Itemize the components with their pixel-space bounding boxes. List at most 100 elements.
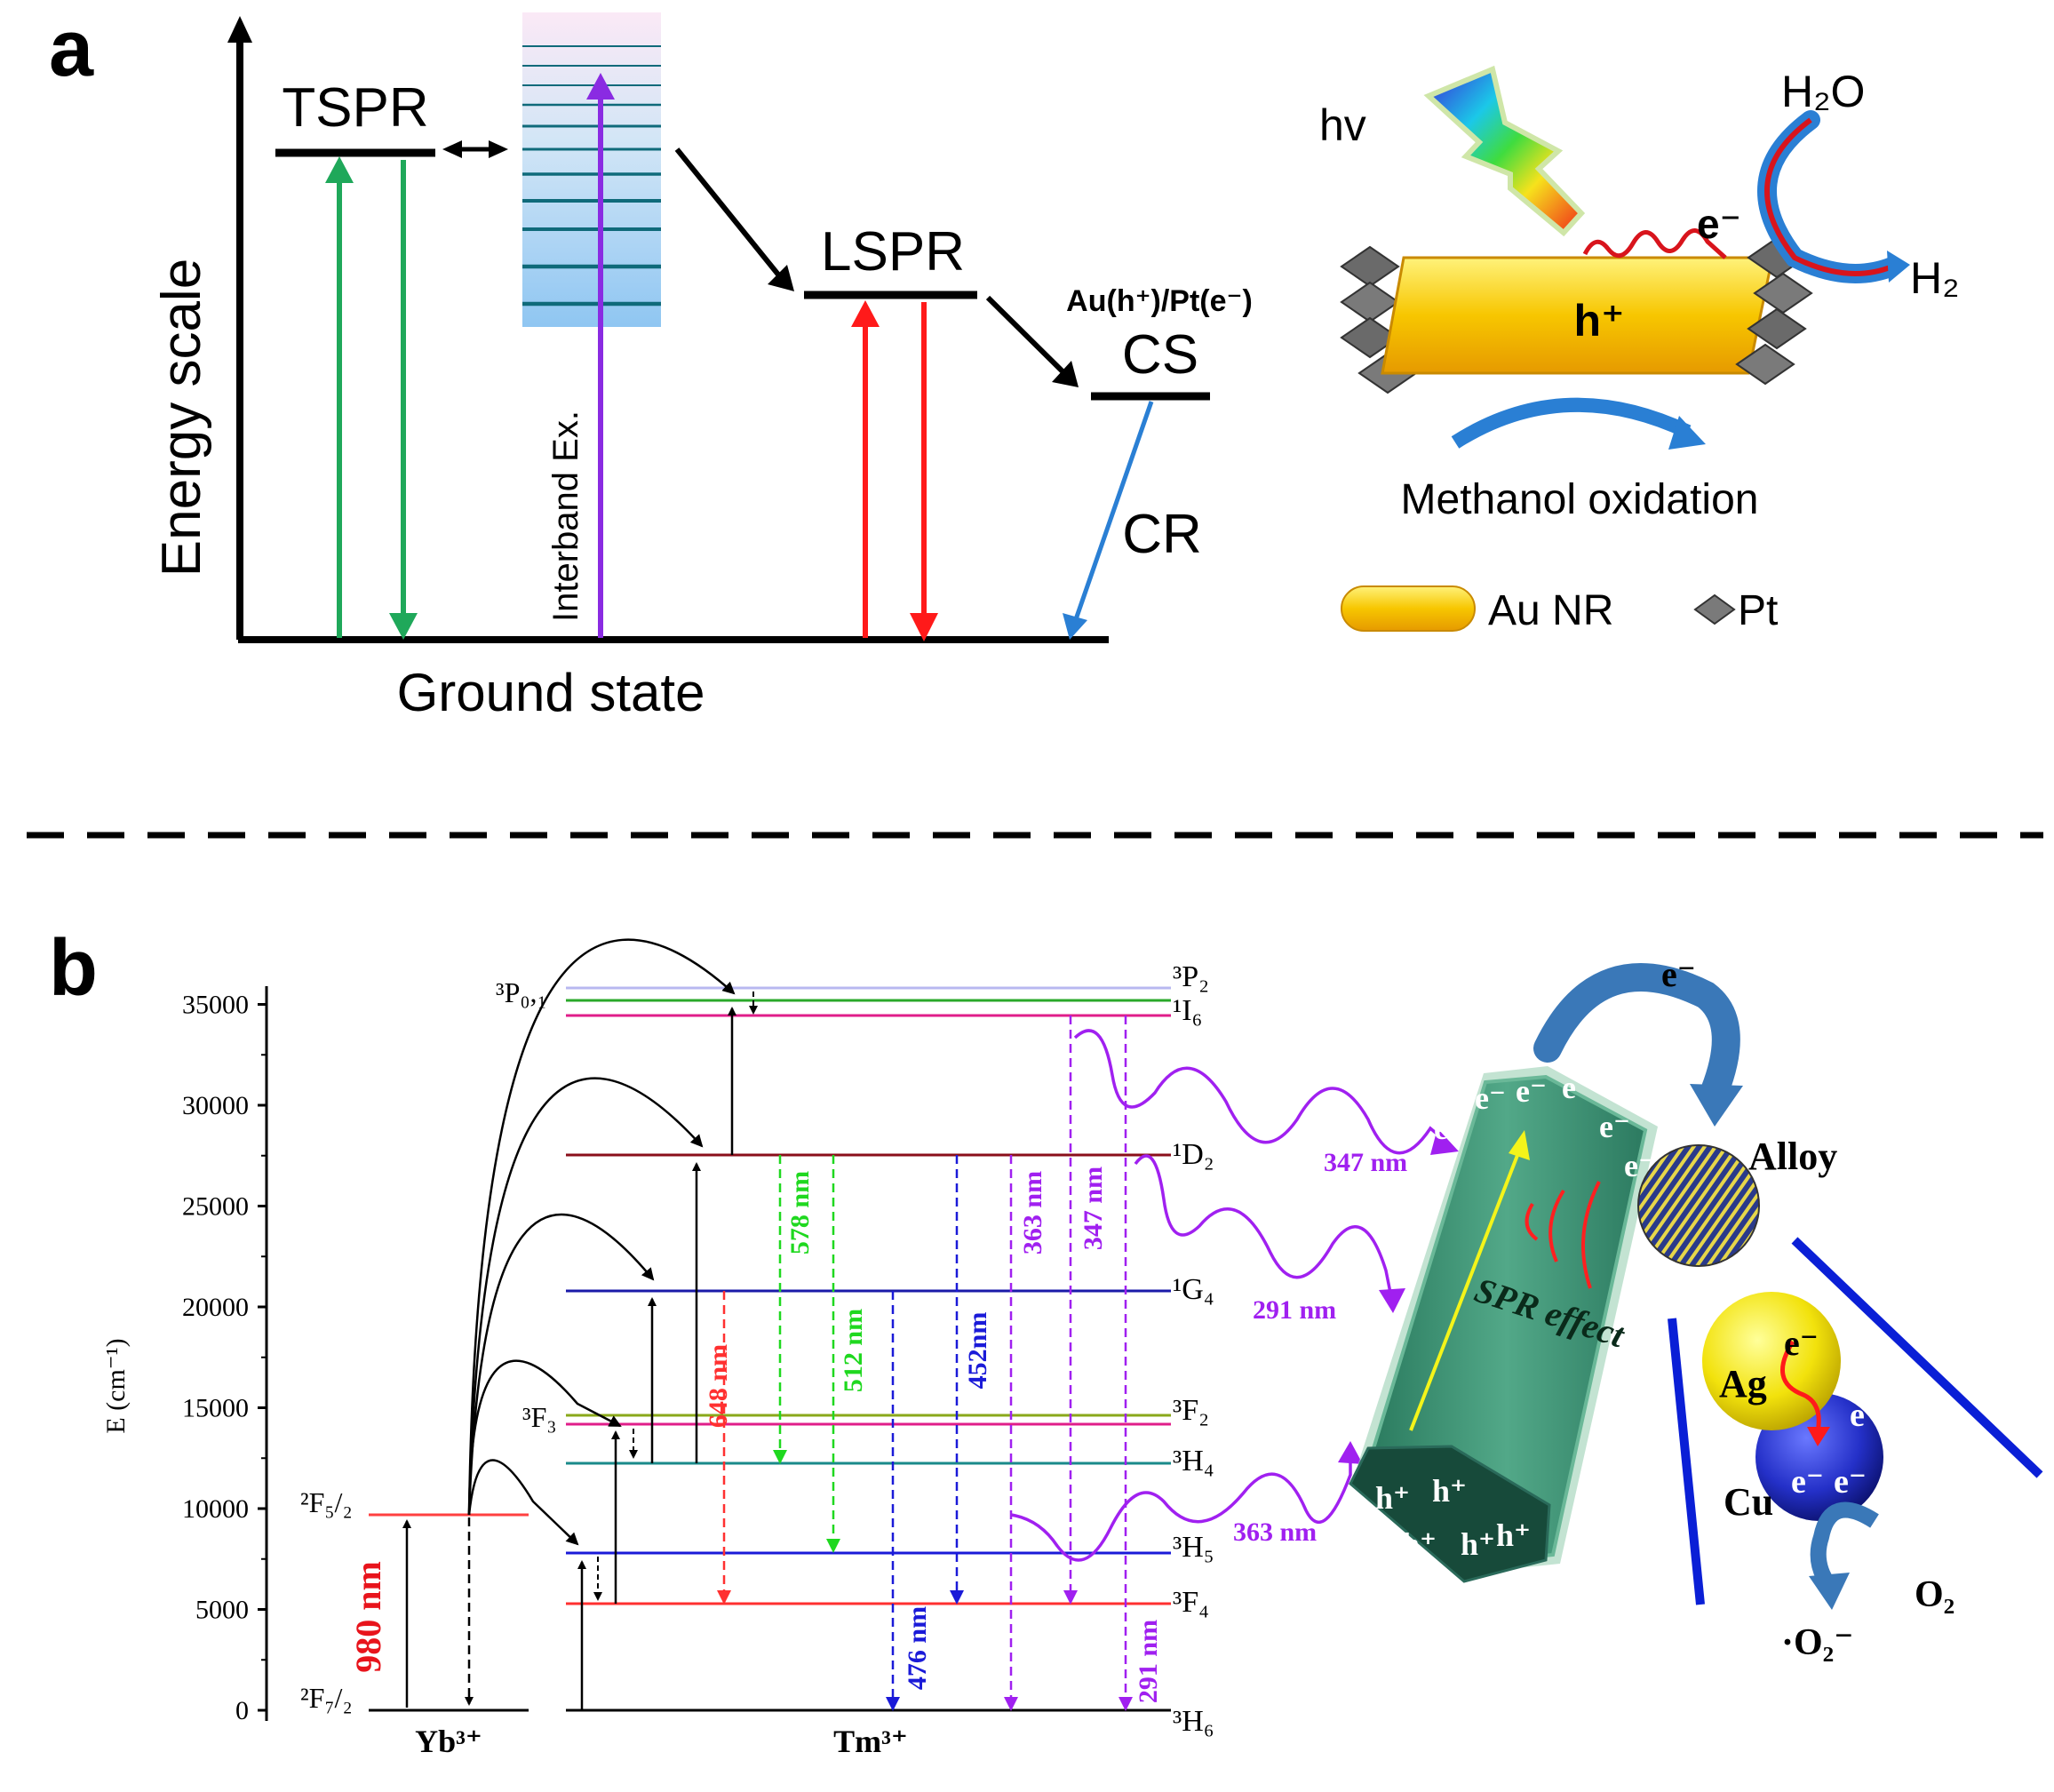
legend-pt-label: Pt (1738, 587, 1778, 634)
cr-label: CR (1122, 504, 1202, 565)
ag-cu-electron-path (1779, 1340, 1821, 1433)
alloy-label: Alloy (1748, 1135, 1837, 1178)
rod-holes: h⁺ h⁺ h⁺ h⁺ h⁺ (1375, 1473, 1531, 1562)
rod-e-2: e⁻ (1475, 1080, 1506, 1116)
water-reduction-arrow-core (1764, 117, 1894, 276)
tm-3h6-label: ³H₆ (1173, 1705, 1214, 1738)
emission-arrowheads (717, 1450, 1133, 1711)
spr-wave-2 (1548, 1189, 1565, 1262)
coupling-arrowhead-left (442, 140, 462, 158)
interband-excitation-arrowhead (586, 73, 615, 100)
tm-3h5-label: ³H₅ (1173, 1531, 1214, 1564)
tm-3p01-label: ³P₀,₁ (496, 976, 547, 1008)
e-minus-label-a: e⁻ (1697, 201, 1741, 247)
spr-wave-1 (1525, 1202, 1539, 1241)
y-tick-label: 35000 (182, 991, 249, 1020)
wave-label-363: 363 nm (1233, 1517, 1317, 1547)
cu-e-2: e⁻ (1791, 1463, 1824, 1501)
panel-b-label: b (49, 924, 98, 1013)
yb-2f72-label: ²F₇/₂ (300, 1682, 353, 1714)
tspr-absorption-arrowhead (325, 156, 354, 183)
blue-line-right (1791, 1237, 2043, 1478)
yb-2f52-label: ²F₅/₂ (300, 1486, 353, 1518)
relax-to-lspr-arrow (674, 147, 784, 281)
ag-e-label: e⁻ (1784, 1323, 1819, 1363)
wave-347 (1073, 1029, 1448, 1155)
rod-h-4: h⁺ (1461, 1526, 1495, 1562)
rod-e-1: e⁻ (1434, 1111, 1465, 1146)
tm-excitations (577, 1007, 736, 1710)
rod-end-face (1349, 1445, 1551, 1583)
y-tick-label: 10000 (182, 1494, 249, 1524)
tm-3f2-label: ³F₂ (1173, 1394, 1209, 1427)
cs-label: CS (1122, 324, 1198, 386)
label-578: 578 nm (785, 1171, 815, 1254)
rod-e-5: e⁻ (1599, 1109, 1630, 1144)
interband-lines (522, 45, 661, 307)
cu-e-3: e⁻ (1834, 1463, 1867, 1501)
h2o-label: H₂O (1781, 67, 1865, 116)
legend-pt-swatch (1693, 593, 1736, 625)
transfer-e-label: e⁻ (1661, 954, 1696, 994)
ground-state-label: Ground state (397, 663, 705, 722)
cu-label: Cu (1724, 1480, 1773, 1524)
label-363: 363 nm (1018, 1171, 1047, 1254)
tm-3f4-label: ³F₄ (1173, 1586, 1209, 1619)
label-648: 648 nm (704, 1344, 733, 1428)
pump-wavelength-label: 980 nm (348, 1561, 388, 1673)
panel-a-label: a (49, 4, 94, 93)
coupling-arrowhead-right (489, 140, 508, 158)
au-pt-label: Au(h⁺)/Pt(e⁻) (1066, 284, 1253, 318)
au-pt-schematic: hv e⁻ h⁺ H₂O H₂ (1319, 65, 1960, 634)
electron-transfer-arrow (1533, 963, 1740, 1105)
label-452: 452nm (963, 1312, 992, 1390)
tm-1g4-label: ¹G₄ (1173, 1273, 1214, 1306)
rod-h-3: h⁺ (1402, 1526, 1437, 1562)
electron-transfer-arrowhead (1690, 1084, 1743, 1127)
cu-e-1: e⁻ (1850, 1397, 1883, 1434)
superoxide-label: ·O₂⁻ (1781, 1622, 1853, 1663)
h-plus-label-a: h⁺ (1574, 296, 1625, 346)
y-tick-label: 20000 (182, 1293, 249, 1322)
methanol-oxidation-label: Methanol oxidation (1401, 476, 1759, 523)
methanol-oxidation-arrowhead (1668, 416, 1706, 450)
wave-label-347: 347 nm (1324, 1148, 1407, 1177)
blue-line-left (1668, 1318, 1705, 1605)
tm-3f3-label: ³F₃ (522, 1401, 557, 1433)
wave-363 (1010, 1457, 1352, 1562)
rod-h-2: h⁺ (1432, 1473, 1467, 1509)
rod-h-5: h⁺ (1496, 1517, 1531, 1553)
charge-recombination-arrowhead (1063, 613, 1087, 640)
tm-1i6-label: ¹I₆ (1173, 994, 1202, 1027)
rod-e-4: e⁻ (1562, 1070, 1593, 1105)
photon-waves (1010, 1029, 1448, 1562)
charge-recombination-arrow (1072, 401, 1154, 623)
legend-au-label: Au NR (1488, 587, 1613, 634)
y-tick-label: 5000 (195, 1596, 249, 1625)
panel-a: a Energy scale Ground state TSPR (49, 4, 1960, 722)
emission-arrows (720, 1015, 1127, 1706)
oxygen-reduction-arrow (1810, 1501, 1879, 1592)
tm-levels (566, 986, 1171, 1712)
pt-particles-right (1735, 236, 1813, 386)
spr-wave-3 (1581, 1181, 1601, 1289)
methanol-oxidation-arrow (1451, 397, 1692, 449)
lspr-label: LSPR (821, 221, 965, 283)
ag-label: Ag (1719, 1362, 1767, 1406)
energy-transfer-curves (467, 938, 736, 1546)
label-476: 476 nm (903, 1606, 932, 1690)
tm-3p2-label: ³P₂ (1173, 960, 1209, 993)
tspr-emission-arrowhead (389, 613, 418, 640)
tspr-label: TSPR (282, 77, 428, 139)
electron-transfer-wave (1582, 228, 1727, 259)
photon-arrowheads (1338, 1128, 1459, 1464)
relax-to-lspr-arrowhead (768, 265, 794, 291)
lspr-emission-arrowhead (910, 613, 938, 641)
label-512: 512 nm (839, 1309, 868, 1392)
light-bolt-icon (1423, 65, 1586, 237)
oxygen-reduction-arrowhead (1809, 1573, 1850, 1610)
energy-axis-arrowhead (227, 16, 252, 43)
o2-label: O₂ (1915, 1574, 1954, 1615)
rod-h-1: h⁺ (1375, 1480, 1410, 1516)
